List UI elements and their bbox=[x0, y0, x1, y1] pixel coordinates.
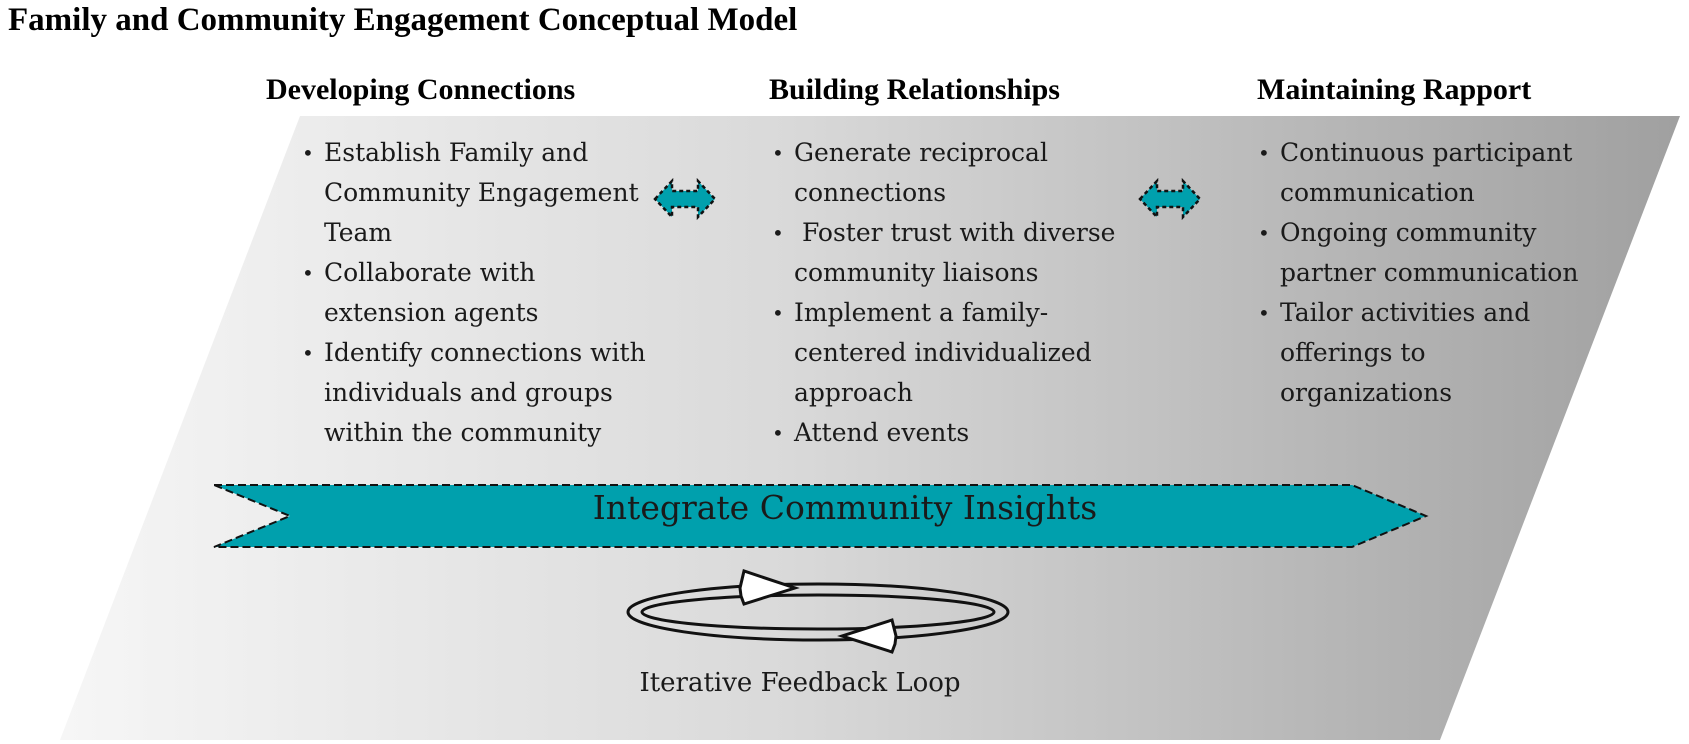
list-item-line: Community Engagement bbox=[324, 178, 639, 207]
list-item-line: Identify connections with bbox=[324, 338, 646, 367]
list-item-line: centered individualized bbox=[794, 338, 1092, 367]
list-item: Continuous participant communication bbox=[1258, 133, 1578, 213]
list-item-line: Implement a family- bbox=[794, 298, 1049, 327]
list-item: Ongoing community partner communication bbox=[1258, 213, 1578, 293]
maintaining-rapport-list: Continuous participant communication Ong… bbox=[1258, 133, 1578, 413]
list-item-line: organizations bbox=[1280, 378, 1453, 407]
double-arrow-icon bbox=[653, 177, 717, 221]
list-item-line: community liaisons bbox=[794, 258, 1039, 287]
diagram-title: Family and Community Engagement Conceptu… bbox=[8, 2, 798, 38]
list-item: Foster trust with diverse community liai… bbox=[772, 213, 1115, 293]
feedback-loop-label: Iterative Feedback Loop bbox=[639, 668, 961, 698]
list-item: Collaborate with extension agents bbox=[302, 253, 646, 333]
developing-connections-list: Establish Family and Community Engagemen… bbox=[302, 133, 646, 453]
list-item-line: Establish Family and bbox=[324, 138, 589, 167]
list-item-line: connections bbox=[794, 178, 947, 207]
list-item-line: Tailor activities and bbox=[1280, 298, 1531, 327]
list-item-line: extension agents bbox=[324, 298, 539, 327]
building-relationships-list: Generate reciprocal connections Foster t… bbox=[772, 133, 1115, 453]
heading-maintaining-rapport: Maintaining Rapport bbox=[1257, 73, 1532, 106]
list-item: Implement a family- centered individuali… bbox=[772, 293, 1115, 413]
list-item-line: Collaborate with bbox=[324, 258, 536, 287]
list-item-line: Continuous participant bbox=[1280, 138, 1573, 167]
list-item: Generate reciprocal connections bbox=[772, 133, 1115, 213]
list-item-line: offerings to bbox=[1280, 338, 1426, 367]
list-item-line: partner communication bbox=[1280, 258, 1579, 287]
double-arrow-icon bbox=[1138, 177, 1202, 221]
integrate-arrow bbox=[213, 484, 1429, 548]
list-item-line: within the community bbox=[324, 418, 602, 447]
list-item-line: individuals and groups bbox=[324, 378, 613, 407]
list-item: Attend events bbox=[772, 413, 1115, 453]
list-item: Identify connections with individuals an… bbox=[302, 333, 646, 453]
loop-arrows-icon bbox=[626, 569, 1010, 654]
list-item-line: Generate reciprocal bbox=[794, 138, 1048, 167]
list-item-line: approach bbox=[794, 378, 913, 407]
list-item-line: Ongoing community bbox=[1280, 218, 1537, 247]
heading-building-relationships: Building Relationships bbox=[769, 73, 1060, 106]
heading-developing-connections: Developing Connections bbox=[266, 73, 576, 106]
list-item-line: Attend events bbox=[794, 418, 970, 447]
list-item-line: Team bbox=[324, 218, 393, 247]
list-item: Tailor activities and offerings to organ… bbox=[1258, 293, 1578, 413]
list-item-line: communication bbox=[1280, 178, 1475, 207]
list-item-line: Foster trust with diverse bbox=[794, 218, 1116, 247]
integrate-insights-label: Integrate Community Insights bbox=[592, 488, 1098, 527]
list-item: Establish Family and Community Engagemen… bbox=[302, 133, 646, 253]
